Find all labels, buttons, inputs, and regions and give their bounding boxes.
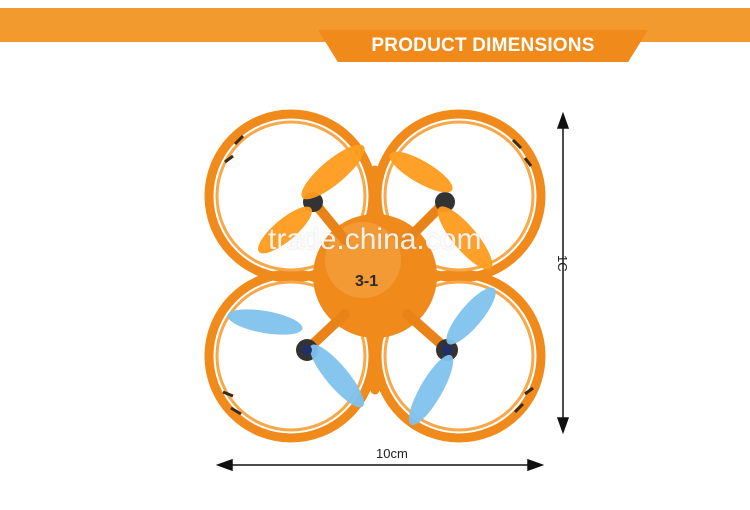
drone-logo: 3-1: [355, 273, 378, 290]
height-arrow-top-head: [556, 111, 570, 129]
width-arrow-left-head: [215, 458, 233, 472]
drone-product-image: 3-1: [204, 109, 546, 443]
page-title: PRODUCT DIMENSIONS: [371, 35, 595, 56]
header-banner-tab: [318, 30, 648, 62]
width-dimension-label: 10cm: [376, 446, 408, 461]
watermark-text: trade.china.com: [268, 223, 482, 256]
width-arrow-right-head: [527, 458, 545, 472]
height-arrow-bottom-head: [556, 417, 570, 435]
height-dimension-label: 1C: [555, 255, 570, 272]
